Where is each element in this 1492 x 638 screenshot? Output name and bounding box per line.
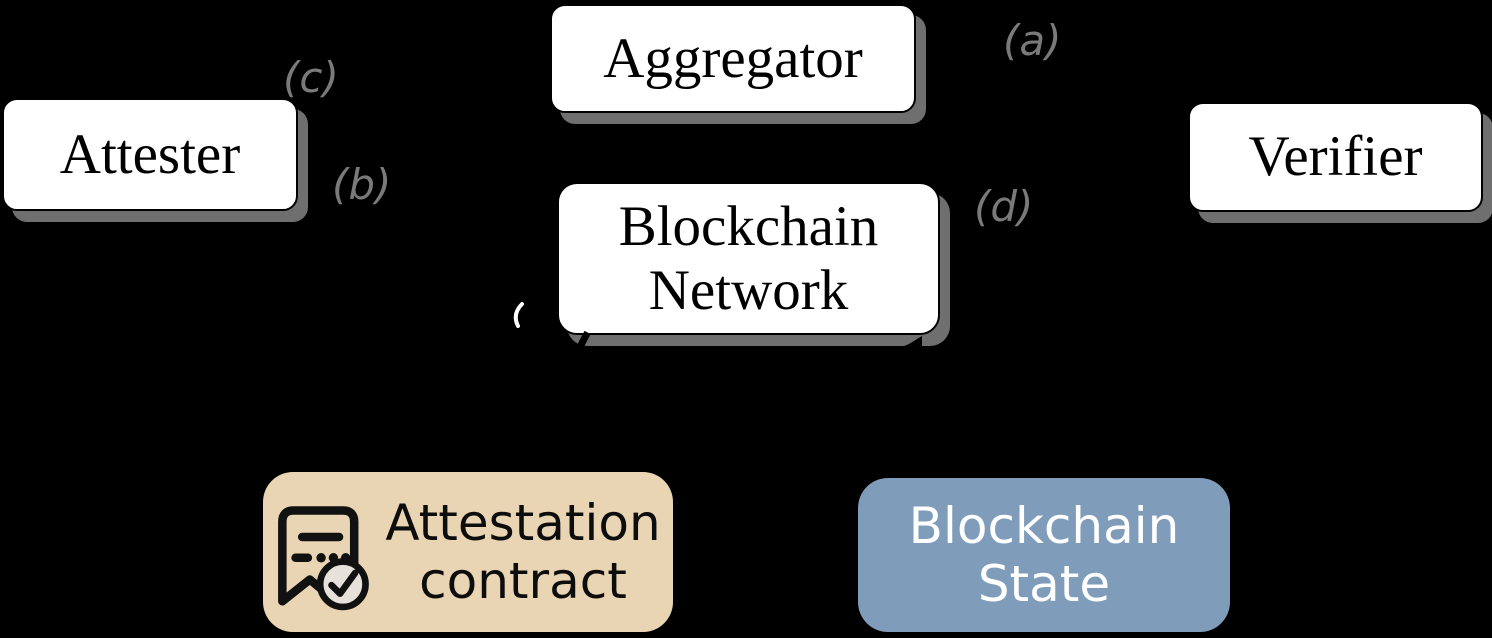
node-blockchain-state: Blockchain State — [858, 478, 1230, 632]
node-aggregator-label: Aggregator — [603, 26, 863, 90]
document-with-checkmark-icon — [278, 506, 370, 611]
edge-label-d: (d) — [974, 182, 1034, 231]
node-blockchain-state-label: Blockchain State — [858, 497, 1230, 614]
edge-label-a: (a) — [1003, 16, 1062, 65]
node-verifier: Verifier — [1188, 102, 1483, 212]
node-attestation-contract-label: Attestation contract — [385, 494, 660, 611]
node-verifier-label: Verifier — [1248, 125, 1423, 189]
blockchain-state-line2: State — [977, 555, 1111, 613]
node-blockchain-network: Blockchain Network — [557, 182, 940, 335]
arrowhead-fragment-icon — [892, 336, 922, 351]
edge-label-c: (c) — [283, 53, 339, 102]
edge-label-b: (b) — [332, 160, 392, 209]
node-attester-label: Attester — [59, 122, 241, 186]
node-attester: Attester — [2, 98, 298, 211]
arrow-wisp-icon — [513, 302, 524, 328]
node-blockchain-network-line2: Network — [648, 258, 849, 322]
node-aggregator: Aggregator — [550, 4, 916, 113]
attestation-contract-line2: contract — [419, 552, 627, 610]
blockchain-state-line1: Blockchain — [908, 496, 1180, 555]
node-attestation-contract: Attestation contract — [263, 472, 673, 632]
node-blockchain-network-line1: Blockchain — [618, 194, 879, 258]
attestation-contract-line1: Attestation — [385, 493, 661, 552]
